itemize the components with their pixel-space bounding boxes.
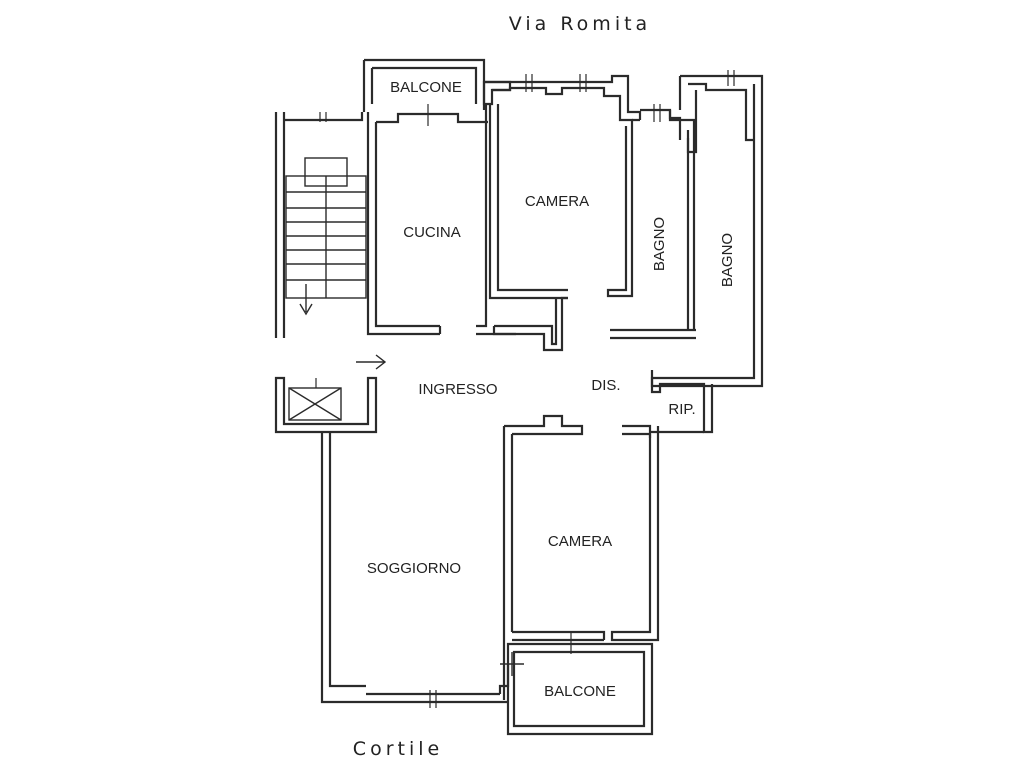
bathroom-1-walls: [610, 104, 696, 340]
camera-top-walls: [482, 74, 642, 300]
street-label-south: Cortile: [353, 738, 443, 760]
elevator: [274, 376, 378, 434]
room-label-camera-top: CAMERA: [525, 193, 589, 210]
room-label-bagno-1: BAGNO: [651, 217, 668, 271]
closet-walls: [492, 296, 568, 352]
room-label-bagno-2: BAGNO: [719, 233, 736, 287]
room-label-rip: RIP.: [668, 401, 695, 418]
room-label-cucina: CUCINA: [403, 224, 461, 241]
storage-walls: [622, 370, 714, 438]
room-label-camera-bottom: CAMERA: [548, 533, 612, 550]
stairwell: [274, 112, 367, 338]
room-label-dis: DIS.: [591, 377, 620, 394]
street-label-north: Via Romita: [509, 13, 651, 35]
room-label-soggiorno: SOGGIORNO: [367, 560, 461, 577]
entry-arrow-icon: [356, 354, 387, 370]
room-label-balcone-bottom: BALCONE: [544, 683, 616, 700]
room-label-ingresso: INGRESSO: [418, 381, 497, 398]
camera-bottom-walls: [502, 414, 660, 700]
room-label-balcone-top: BALCONE: [390, 79, 462, 96]
kitchen-walls: [366, 104, 516, 336]
balcony-bottom: [500, 642, 654, 736]
